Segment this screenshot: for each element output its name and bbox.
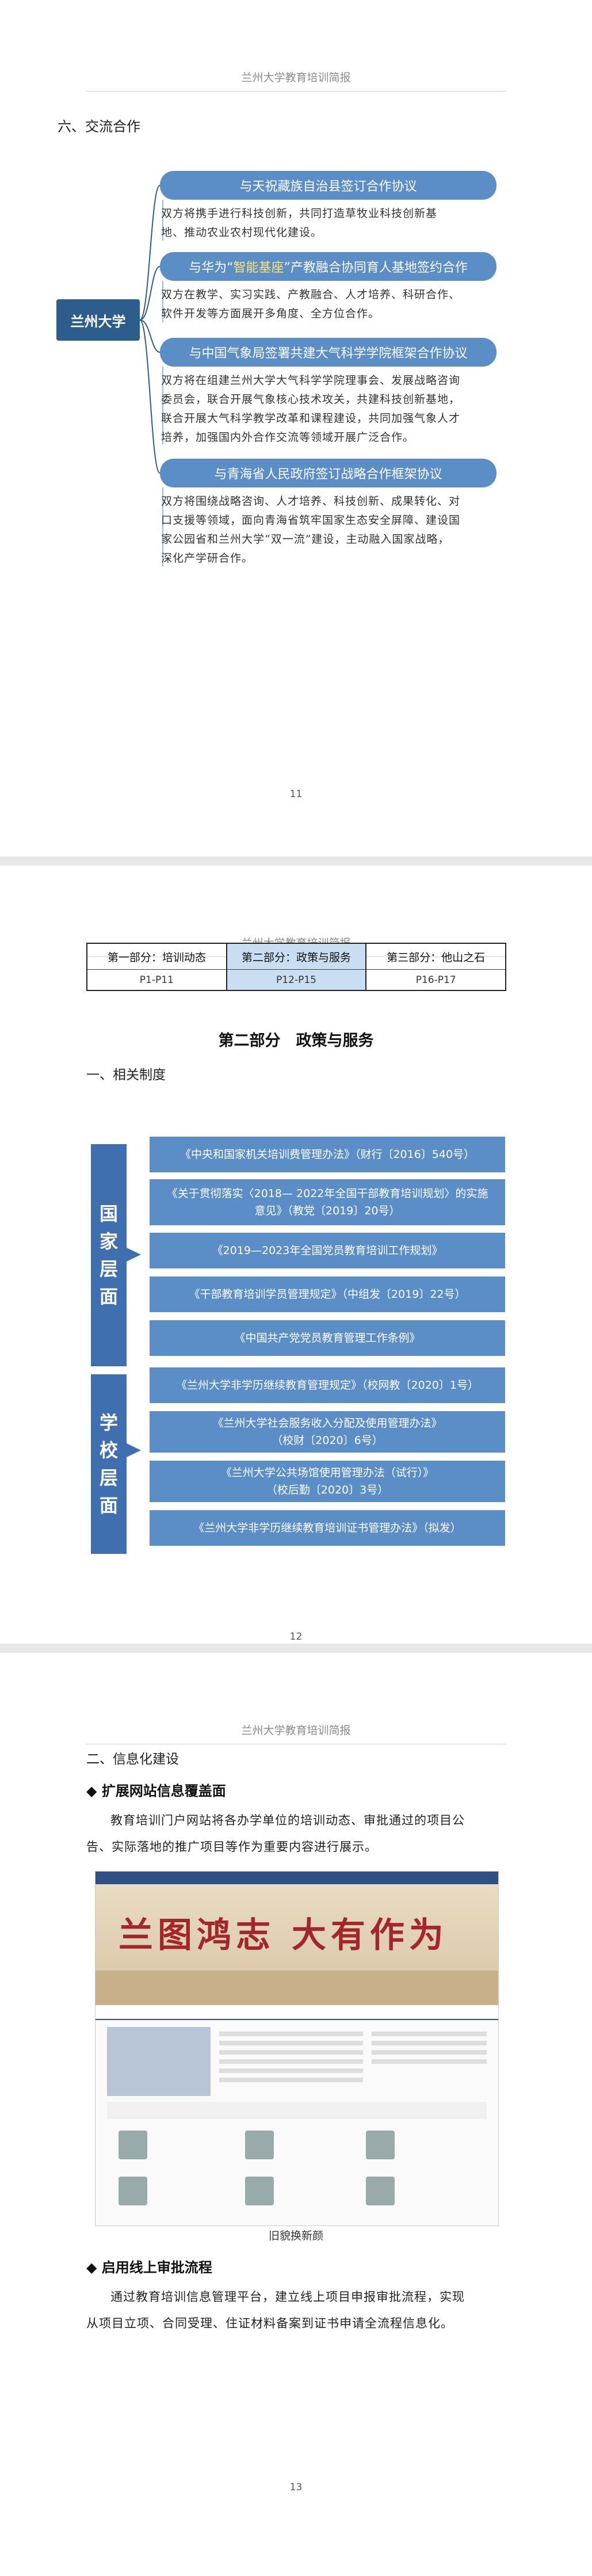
bullet-expand-website: ◆ 扩展网站信息覆盖面 <box>86 1782 226 1799</box>
policy-national-5[interactable]: 《中国共产党党员教育管理工作条例》 <box>150 1320 505 1356</box>
coop-desc-qinghai: 双方将围绕战略咨询、人才培养、科技创新、成果转化、对口支援等领域，面向青海省筑牢… <box>161 495 461 565</box>
coop-desc-cma: 双方将在组建兰州大学大气科学学院理事会、发展战略咨询委员会，联合开展气象核心技术… <box>161 374 461 444</box>
coop-item-qinghai: 与青海省人民政府签订战略合作框架协议 <box>160 459 496 487</box>
school-level-label: 学校 层面 <box>91 1374 127 1554</box>
policy-school-3[interactable]: 《兰州大学公共场馆使用管理办法（试行）》（校后勤〔2020〕3号） <box>150 1461 505 1502</box>
section-heading: 一、相关制度 <box>86 1068 166 1083</box>
policy-school-4[interactable]: 《兰州大学非学历继续教育培训证书管理办法》（拟发） <box>150 1510 505 1546</box>
policy-national-4[interactable]: 《干部教育培训学员管理规定》（中组发〔2019〕22号） <box>150 1276 505 1312</box>
website-banner: 兰图鸿志 大有作为 <box>96 1884 498 2005</box>
policy-school-2[interactable]: 《兰州大学社会服务收入分配及使用管理办法》（校财〔2020〕6号） <box>150 1411 505 1453</box>
national-level-label: 国家 层面 <box>91 1144 127 1366</box>
website-screenshot: 兰图鸿志 大有作为 <box>95 1871 499 2226</box>
page-header: 兰州大学教育培训简报 <box>241 1724 351 1737</box>
header-divider <box>86 91 506 92</box>
policy-national-1[interactable]: 《中央和国家机关培训费管理办法》（财行〔2016〕540号） <box>150 1137 505 1172</box>
mind-map-connectors <box>139 185 163 566</box>
coop-item-tianzhu: 与天祝藏族自治县签订合作协议 <box>160 171 496 200</box>
center-node: 兰州大学 <box>56 299 140 341</box>
screenshot-caption: 旧貌换新颜 <box>268 2230 323 2242</box>
part-title: 第二部分 政策与服务 <box>218 1032 374 1050</box>
section-heading: 六、交流合作 <box>58 119 140 135</box>
para-approval: 通过教育培训信息管理平台，建立线上项目申报审批流程，实现从项目立项、合同受理、住… <box>86 2290 465 2330</box>
page-number: 12 <box>289 1631 303 1643</box>
policy-school-1[interactable]: 《兰州大学非学历继续教育管理规定》（校网教〔2020〕1号） <box>150 1367 505 1403</box>
bullet-online-approval: ◆ 启用线上审批流程 <box>86 2259 212 2276</box>
coop-item-huawei: 与华为“智能基座”产教融合协同育人基地签约合作 <box>160 252 496 281</box>
coop-desc-tianzhu: 双方将携手进行科技创新，共同打造草牧业科技创新基地、推动农业农村现代化建设。 <box>161 207 438 239</box>
page-11: 兰州大学教育培训简报 六、交流合作 兰州大学 与天祝藏族自治县签订合作协议 双方… <box>0 0 592 856</box>
coop-item-cma: 与中国气象局签署共建大气科学学院框架合作协议 <box>160 338 496 367</box>
para-website: 教育培训门户网站将各办学单位的培训动态、审批通过的项目公告、实际落地的推广项目等… <box>86 1813 465 1854</box>
policy-national-3[interactable]: 《2019—2023年全国党员教育培训工作规划》 <box>150 1233 505 1268</box>
page-number: 13 <box>289 2482 303 2493</box>
policy-national-2[interactable]: 《关于贯彻落实〈2018— 2022年全国干部教育培训规划〉的实施意见》（教党〔… <box>150 1179 505 1225</box>
coop-desc-huawei: 双方在教学、实习实践、产教融合、人才培养、科研合作、软件开发等方面展开多角度、全… <box>161 288 461 320</box>
level-connectors <box>127 1248 141 1457</box>
page-header: 兰州大学教育培训简报 <box>241 71 351 84</box>
page-number: 11 <box>289 788 303 800</box>
section-heading: 二、信息化建设 <box>86 1752 179 1767</box>
